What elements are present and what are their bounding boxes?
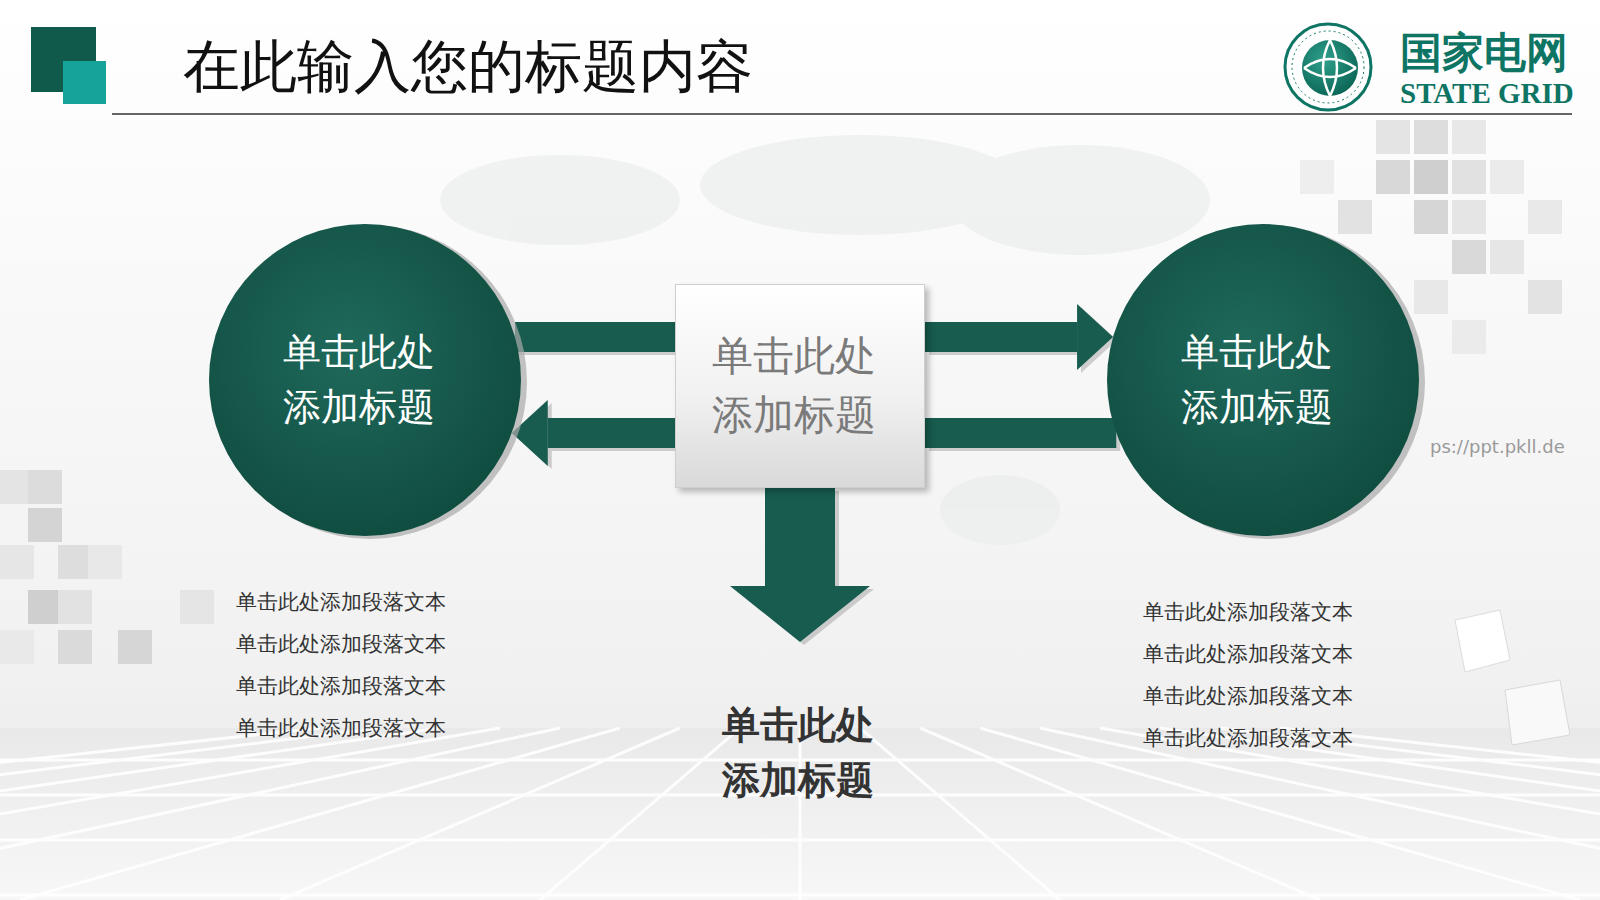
title-circle: 单击此处 添加标题 [1105, 222, 1421, 538]
logo-text: 国家电网 [1400, 28, 1568, 78]
paragraph-text: 单击此处添加段落文本 [236, 632, 446, 657]
floor [0, 728, 1600, 900]
node-title: 单击此处 添加标题 [716, 698, 879, 808]
node-title: 单击此处 添加标题 [1181, 325, 1344, 435]
circle-outline [1105, 222, 1421, 538]
center-box: 单击此处 添加标题 [675, 284, 925, 488]
paragraph-text: 单击此处添加段落文本 [236, 716, 446, 741]
flow-arrow [925, 304, 1117, 373]
flow-arrow [512, 400, 679, 469]
watermark: ps://ppt.pkll.de [1430, 436, 1565, 458]
slide-title: 在此输入您的标题内容 [183, 32, 753, 100]
paragraph-text: 单击此处添加段落文本 [1143, 600, 1353, 625]
circle-outline [207, 222, 523, 538]
paragraph-text: 单击此处添加段落文本 [236, 590, 446, 615]
logo-text: STATE GRID [1400, 76, 1574, 111]
node-title: 单击此处 添加标题 [283, 325, 446, 435]
pixel-squares [0, 120, 1570, 745]
floor-lines [0, 728, 1600, 900]
result-title: 单击此处 添加标题 [696, 686, 899, 820]
flow-arrow [730, 488, 874, 645]
paragraph-text: 单击此处添加段落文本 [1143, 726, 1353, 751]
flow-arrow [515, 337, 679, 340]
paragraph-text: 单击此处添加段落文本 [236, 674, 446, 699]
emblem [1285, 24, 1371, 110]
world-map [440, 135, 1210, 545]
title-circle: 单击此处 添加标题 [207, 222, 523, 538]
title-rule [112, 113, 1572, 115]
flow-arrow [925, 433, 1120, 436]
paragraph-text: 单击此处添加段落文本 [1143, 642, 1353, 667]
paragraph-text: 单击此处添加段落文本 [1143, 684, 1353, 709]
title-square [63, 61, 106, 104]
node-title: 单击此处 添加标题 [712, 327, 888, 446]
